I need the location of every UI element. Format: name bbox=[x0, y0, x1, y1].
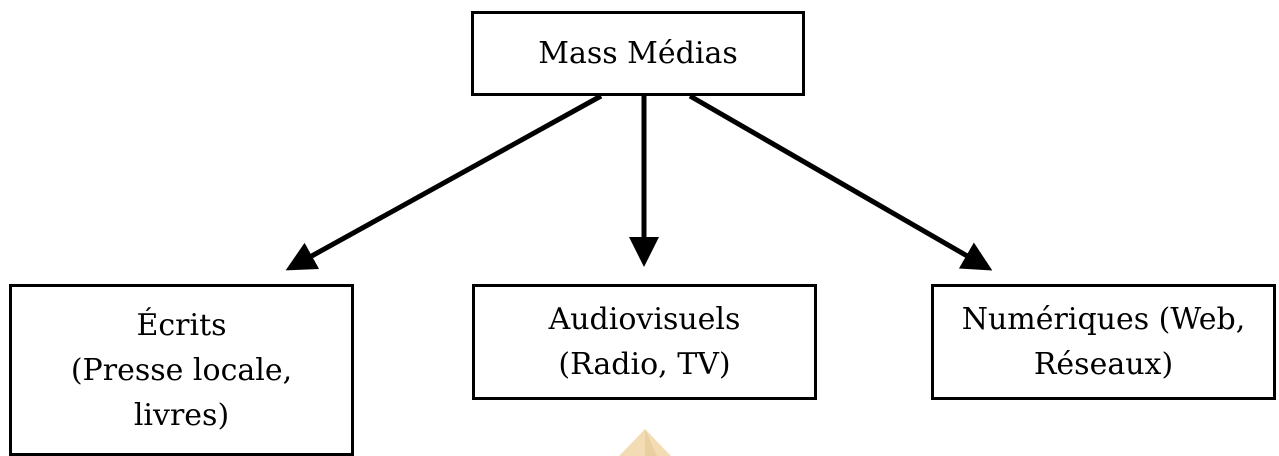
root-node-mass-medias: Mass Médias bbox=[471, 11, 805, 96]
audiovisuels-line-1: Audiovisuels bbox=[548, 302, 741, 337]
numeriques-line-1: Numériques (Web, bbox=[961, 302, 1246, 337]
child-node-ecrits: Écrits (Presse locale, livres) bbox=[9, 284, 354, 456]
ecrits-line-3: livres) bbox=[133, 397, 230, 433]
child-node-audiovisuels: Audiovisuels (Radio, TV) bbox=[472, 284, 817, 400]
watermark-triangle-icon bbox=[619, 429, 671, 456]
ecrits-line-2: (Presse locale, bbox=[70, 352, 293, 388]
child-node-numeriques: Numériques (Web, Réseaux) bbox=[931, 284, 1276, 400]
root-node-label: Mass Médias bbox=[538, 36, 738, 71]
arrow-to-ecrits bbox=[285, 93, 603, 271]
arrow-to-numeriques bbox=[688, 93, 993, 271]
audiovisuels-line-2: (Radio, TV) bbox=[558, 347, 731, 382]
ecrits-line-1: Écrits bbox=[136, 307, 227, 343]
numeriques-line-2: Réseaux) bbox=[1033, 347, 1174, 382]
